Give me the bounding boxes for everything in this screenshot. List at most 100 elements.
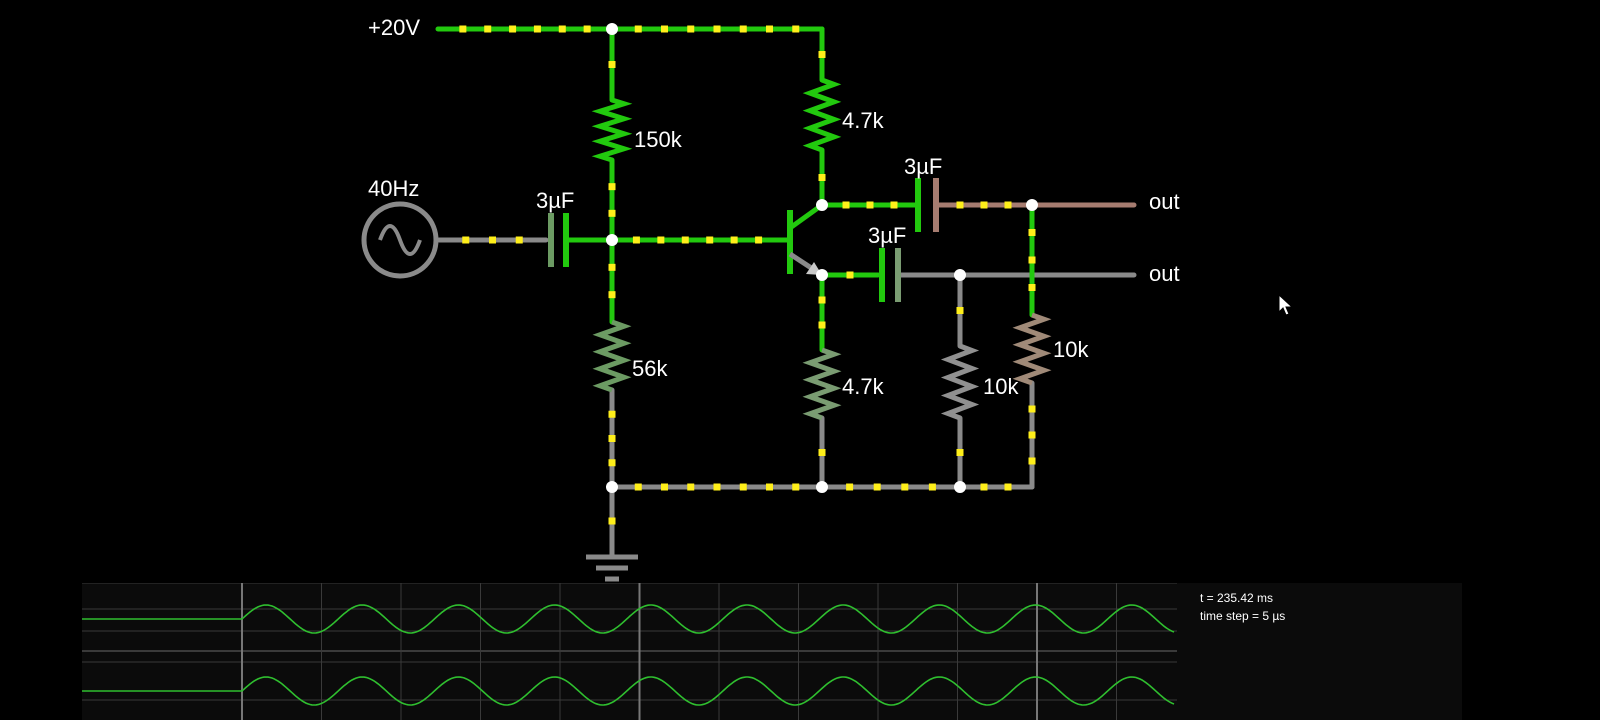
current-dot xyxy=(515,236,523,244)
npn-transistor-icon[interactable] xyxy=(783,202,824,278)
current-dot xyxy=(792,25,800,33)
current-dot xyxy=(846,483,854,491)
bias-resistor-bottom[interactable] xyxy=(592,319,632,393)
current-dot xyxy=(956,449,964,456)
ground-icon[interactable] xyxy=(586,554,638,582)
current-dot xyxy=(755,236,763,244)
input-capacitor-label: 3µF xyxy=(536,188,575,213)
circuit-node[interactable] xyxy=(816,199,828,211)
current-dot xyxy=(739,483,747,491)
scope-trace-emitter xyxy=(82,676,1175,706)
collector-resistor-zigzag xyxy=(802,77,842,153)
simulation-time-text: t = 235.42 ms xyxy=(1200,591,1274,605)
current-dot xyxy=(818,174,826,181)
mouse-pointer-icon xyxy=(1278,294,1294,316)
current-dot xyxy=(956,307,964,314)
current-dot xyxy=(842,201,850,209)
scope-traces xyxy=(82,604,1175,706)
scope-panel[interactable]: t = 235.42 ms time step = 5 µs xyxy=(82,583,1462,720)
current-dot xyxy=(484,25,492,33)
current-dot xyxy=(956,201,964,209)
current-dot xyxy=(1028,457,1036,465)
current-dot xyxy=(608,183,616,191)
collector-load-resistor-zigzag xyxy=(1012,312,1052,386)
current-dot xyxy=(980,201,988,209)
current-dot xyxy=(866,201,874,209)
emitter-capacitor-label: 3µF xyxy=(868,223,907,248)
collector-load-resistor[interactable] xyxy=(1012,312,1052,386)
circuit-node[interactable] xyxy=(606,23,618,35)
scope-plot[interactable] xyxy=(82,583,1177,720)
collector-output-label: out xyxy=(1149,189,1180,214)
emitter-resistor[interactable] xyxy=(802,347,842,421)
source-frequency-label: 40Hz xyxy=(368,176,420,201)
current-dot xyxy=(1004,201,1012,209)
circuit-node[interactable] xyxy=(606,234,618,246)
bias-resistor-bottom-label: 56k xyxy=(632,356,668,381)
collector-resistor-label: 4.7k xyxy=(842,108,884,133)
current-dot xyxy=(766,25,773,33)
circuit-node[interactable] xyxy=(816,481,828,493)
current-dot xyxy=(1028,256,1036,264)
bias-resistor-top-label: 150k xyxy=(634,127,682,152)
current-dot xyxy=(980,483,988,491)
circuit-node[interactable] xyxy=(1026,199,1038,211)
supply-voltage-label: +20V xyxy=(368,15,420,40)
current-dot xyxy=(462,236,470,244)
current-dot xyxy=(489,236,496,244)
collector-capacitor[interactable] xyxy=(915,178,939,232)
current-dot xyxy=(661,25,668,33)
current-dot xyxy=(608,61,616,68)
bias-resistor-top[interactable] xyxy=(591,97,633,163)
current-dot xyxy=(634,483,642,491)
current-dot xyxy=(739,25,747,33)
bias-resistor-top-zigzag xyxy=(591,97,633,163)
collector-load-resistor-label: 10k xyxy=(1053,337,1089,362)
emitter-capacitor[interactable] xyxy=(879,248,901,302)
circuit-components[interactable] xyxy=(361,77,1052,582)
current-dot xyxy=(509,25,517,33)
emitter-load-resistor-zigzag xyxy=(940,343,980,421)
current-dot xyxy=(608,291,616,299)
current-dot xyxy=(928,483,936,491)
current-dot xyxy=(558,25,566,33)
circuit-node[interactable] xyxy=(816,269,828,281)
current-dot xyxy=(1004,483,1012,491)
current-dot xyxy=(818,51,826,58)
emitter-output-label: out xyxy=(1149,261,1180,286)
current-dot xyxy=(661,483,668,491)
sine-source-icon[interactable] xyxy=(361,201,439,279)
current-dot xyxy=(583,25,591,33)
bias-resistor-bottom-zigzag xyxy=(592,319,632,393)
current-dot xyxy=(608,209,616,217)
current-dot xyxy=(1028,284,1036,291)
circuit-node[interactable] xyxy=(954,481,966,493)
source-ring xyxy=(361,201,439,279)
current-dot xyxy=(818,449,826,456)
current-dots xyxy=(459,25,1036,525)
input-capacitor[interactable] xyxy=(548,213,569,267)
current-dot xyxy=(687,483,695,491)
emitter-load-resistor[interactable] xyxy=(940,343,980,421)
current-dot xyxy=(632,236,640,244)
current-dot xyxy=(687,25,695,33)
circuit-nodes[interactable] xyxy=(606,23,1038,493)
current-dot xyxy=(1028,405,1036,413)
circuit-node[interactable] xyxy=(606,481,618,493)
scope-trace-collector xyxy=(82,604,1175,634)
current-dot xyxy=(634,25,642,33)
current-dot xyxy=(846,271,854,279)
current-dot xyxy=(713,483,721,491)
current-dot xyxy=(608,459,616,467)
emitter-resistor-zigzag xyxy=(802,347,842,421)
circuit-wires[interactable] xyxy=(435,26,1137,558)
current-dot xyxy=(1028,431,1036,439)
source-sine xyxy=(378,224,422,256)
current-dot xyxy=(713,25,721,33)
circuit-node[interactable] xyxy=(954,269,966,281)
current-dot xyxy=(533,25,541,33)
current-dot xyxy=(890,201,898,209)
current-dot xyxy=(608,435,616,442)
collector-resistor[interactable] xyxy=(802,77,842,153)
